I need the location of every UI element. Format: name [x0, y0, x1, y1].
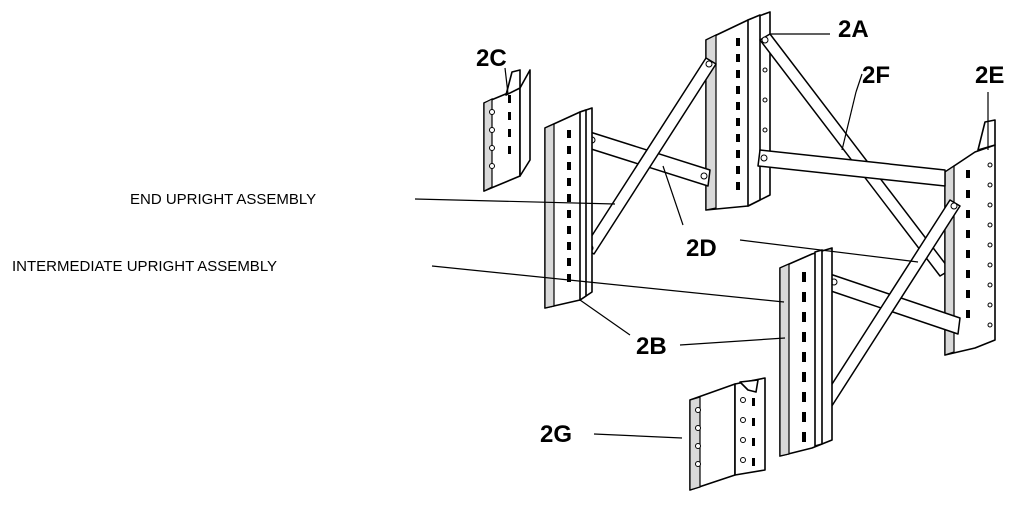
front-post-slots [567, 130, 571, 282]
callout-2e: 2E [975, 62, 1004, 89]
part-2g-base-plate [689, 377, 766, 491]
leader-lines [414, 33, 989, 439]
rear-post-holes [966, 162, 993, 328]
callout-2g: 2G [540, 421, 572, 448]
callout-2c: 2C [476, 45, 507, 72]
part-2c-base-plate [483, 69, 531, 192]
front-post-slots-2b [802, 272, 806, 442]
intermediate-upright-assembly [757, 33, 996, 457]
callout-2b: 2B [636, 333, 667, 360]
callout-2d: 2D [686, 235, 717, 262]
label-intermediate-upright-assembly: INTERMEDIATE UPRIGHT ASSEMBLY [12, 258, 277, 275]
callout-2f: 2F [862, 62, 890, 89]
callout-2a: 2A [838, 16, 869, 43]
end-upright-assembly [544, 11, 771, 309]
label-end-upright-assembly: END UPRIGHT ASSEMBLY [130, 191, 316, 208]
